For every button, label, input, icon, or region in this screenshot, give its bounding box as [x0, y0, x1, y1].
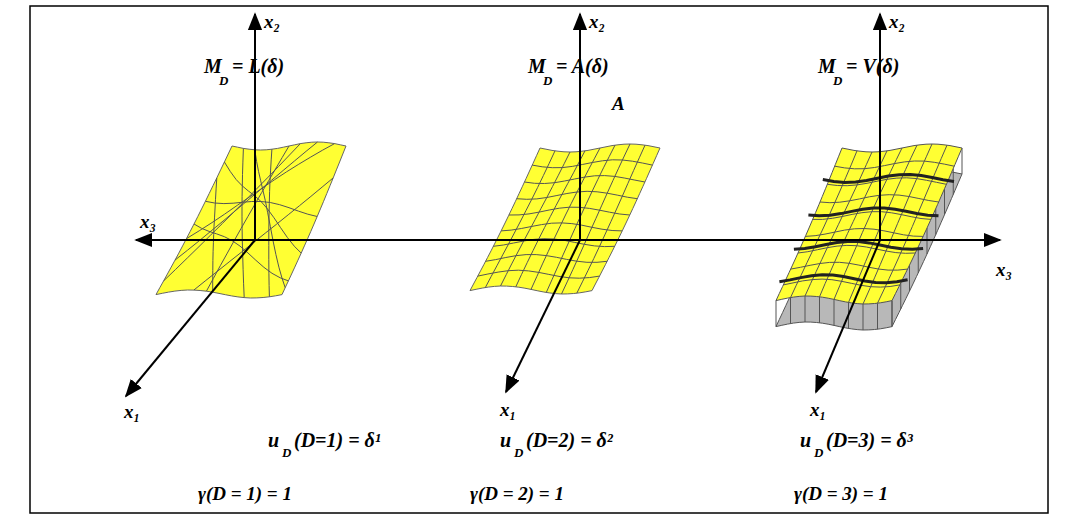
axis	[136, 239, 1000, 241]
label: (D=1) = δ¹	[294, 430, 381, 450]
grid-line	[805, 229, 923, 237]
sheet	[776, 144, 962, 304]
line-element	[213, 178, 217, 292]
sheets	[156, 142, 962, 330]
slab-edge	[962, 148, 963, 174]
label: M	[818, 56, 836, 76]
line-element	[186, 144, 334, 239]
grid-line	[501, 152, 571, 286]
grid-line	[878, 145, 948, 303]
label: = A(δ)	[556, 56, 609, 76]
line-element	[194, 224, 288, 281]
label: x₁	[810, 400, 826, 419]
label: γ(D = 2) = 1	[470, 484, 564, 503]
slab-edge	[935, 209, 936, 235]
axes	[126, 14, 1000, 396]
label: γ(D = 3) = 1	[794, 484, 888, 503]
grid-line	[835, 161, 955, 169]
label: x₃	[140, 212, 156, 231]
grid-line	[791, 262, 908, 270]
slab-edge	[805, 296, 806, 322]
slab-edge	[944, 189, 945, 215]
label: u	[800, 430, 811, 450]
grid-line	[501, 223, 622, 231]
label: M	[528, 56, 546, 76]
axis	[126, 240, 255, 396]
axis	[254, 14, 256, 240]
slab-edge	[892, 301, 893, 327]
label: D	[833, 74, 842, 87]
frame	[30, 6, 1048, 513]
grid-line	[532, 160, 652, 168]
slab-edge	[834, 299, 835, 325]
slab-edge	[819, 297, 820, 323]
slab-edge	[863, 304, 864, 330]
thick-line	[779, 275, 907, 283]
thick-line	[808, 208, 938, 216]
label: (D=3) = δ³	[826, 430, 913, 450]
slab-edge	[900, 283, 901, 309]
line-element	[269, 149, 272, 297]
label: D	[814, 446, 823, 459]
label: A	[612, 94, 625, 113]
grid-line	[577, 145, 645, 293]
label: u	[500, 430, 511, 450]
grid-line	[478, 270, 600, 278]
label: = V(δ)	[846, 56, 899, 76]
label: M	[204, 56, 222, 76]
label: = L(δ)	[232, 56, 284, 76]
slab-edge	[918, 247, 919, 273]
slab-edge	[877, 303, 878, 329]
label: x₁	[500, 400, 516, 419]
line-element	[164, 144, 301, 281]
thick-line	[823, 175, 954, 183]
line-element	[255, 150, 285, 288]
grid-line	[517, 191, 638, 199]
label: x₃	[996, 260, 1012, 279]
line-element	[205, 201, 317, 216]
label: D	[282, 446, 291, 459]
axis	[506, 240, 580, 392]
slab-edge	[892, 301, 893, 327]
label: D	[543, 74, 552, 87]
slab-edge	[776, 301, 777, 327]
grid-line	[509, 207, 630, 215]
label: x₂	[589, 12, 605, 31]
grid-line	[524, 176, 645, 184]
slab-edge	[909, 265, 910, 291]
thick-line	[794, 241, 923, 249]
label: u	[268, 430, 279, 450]
axis	[579, 14, 581, 240]
sheet	[156, 142, 346, 298]
grid-line	[485, 151, 555, 288]
line-element	[175, 142, 318, 260]
label: (D=2) = δ²	[526, 430, 613, 450]
axis	[879, 14, 881, 240]
label: x₂	[264, 12, 280, 31]
grid-line	[486, 255, 607, 263]
label: γ(D = 1) = 1	[198, 484, 292, 503]
label: x₁	[124, 402, 140, 421]
label: D	[514, 446, 523, 459]
label: D	[219, 74, 228, 87]
label: x₂	[889, 12, 905, 31]
slab-edge	[790, 298, 791, 324]
axis	[816, 240, 880, 392]
